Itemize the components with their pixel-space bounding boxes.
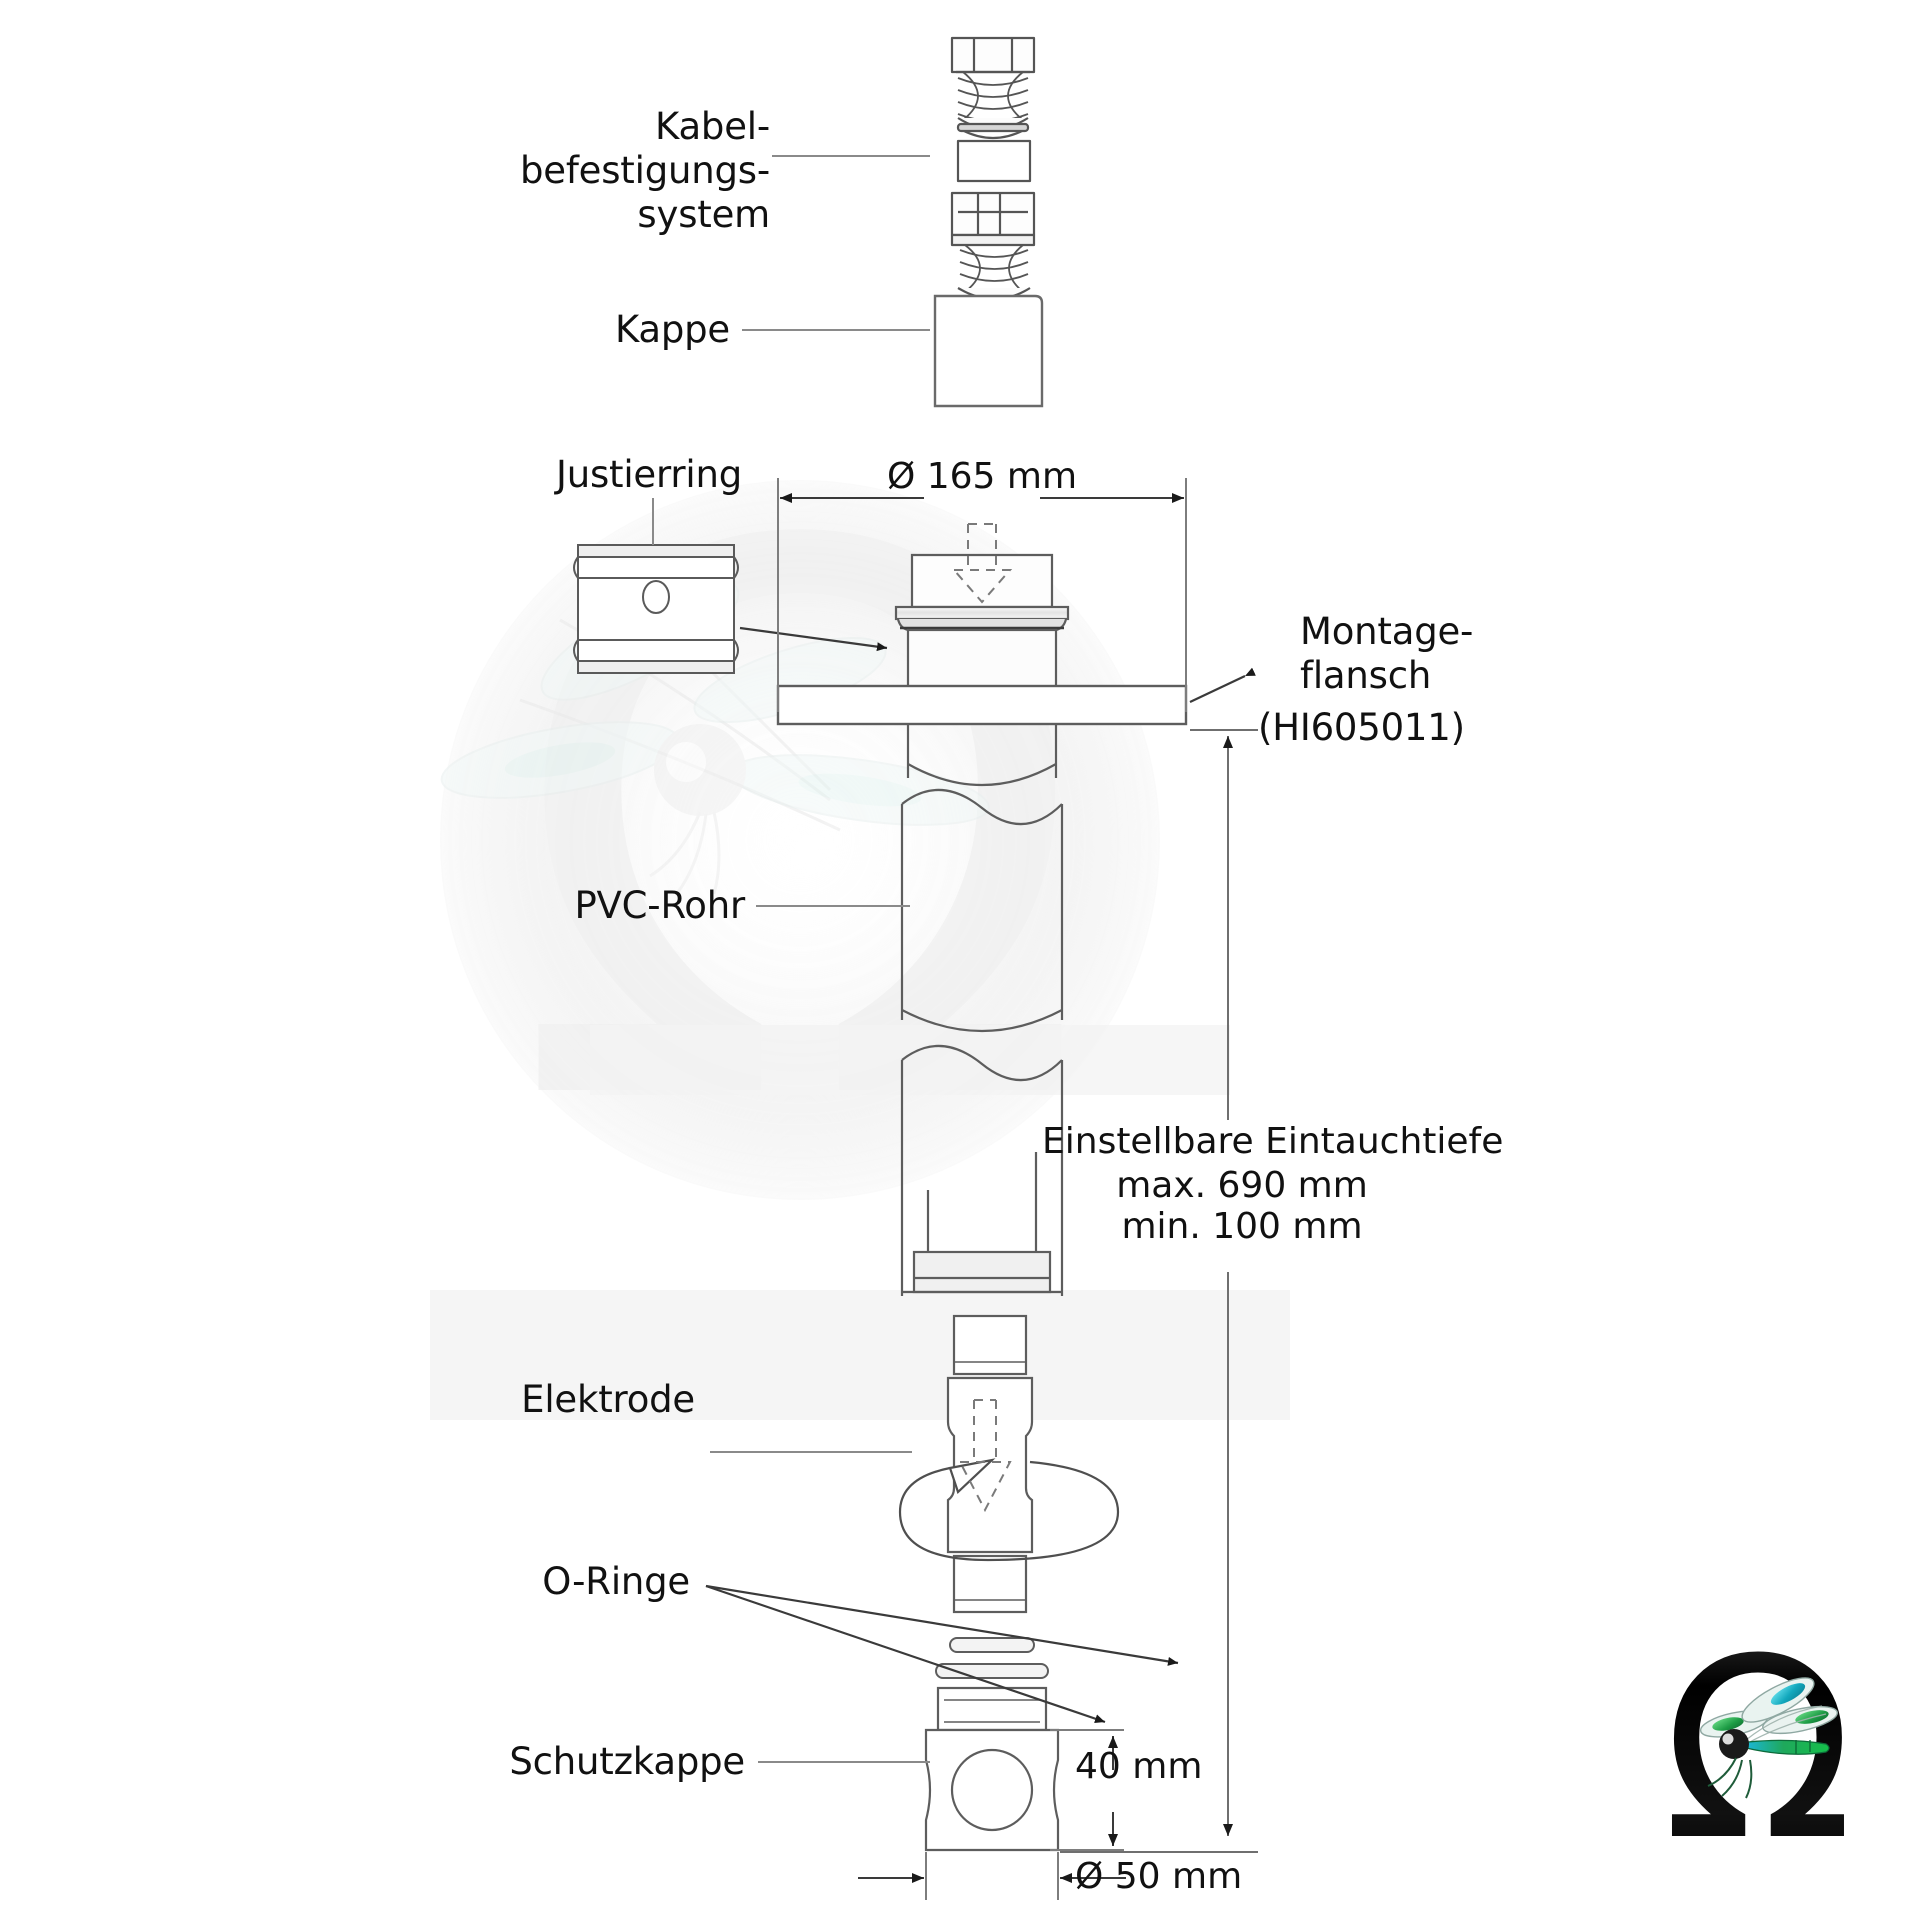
dimension-label-flange-diameter: Ø 165 mm — [886, 456, 1078, 497]
dimension-cap-diameter — [858, 1852, 1126, 1900]
protective-cap-part — [924, 1686, 1060, 1852]
svg-text:Ω: Ω — [510, 386, 1091, 1270]
dimension-immersion-depth — [1060, 729, 1258, 1853]
omega-dragonfly-logo: Ω — [1662, 1604, 1853, 1895]
electrode-part — [946, 1314, 1034, 1614]
dimension-label-immersion-title: Einstellbare Eintauchtiefe — [1042, 1121, 1504, 1162]
mounting-flange-part — [776, 684, 1188, 726]
dragonfly-figure — [1699, 1677, 1838, 1799]
leader-oring-upper — [705, 1584, 1179, 1666]
label-pvc-pipe: PVC-Rohr — [574, 884, 745, 927]
leader-adjusting-ring — [739, 626, 888, 652]
label-adjusting-ring: Justierring — [556, 453, 742, 496]
dimension-label-cap-diameter: Ø 50 mm — [1075, 1856, 1243, 1897]
cap-part — [933, 294, 1044, 408]
dimension-cap-height — [1050, 1729, 1124, 1851]
cable-gland-insert — [956, 139, 1032, 183]
label-electrode: Elektrode — [521, 1378, 695, 1421]
leader-mounting-flange — [1189, 667, 1256, 703]
cable-gland-seal — [956, 122, 1030, 133]
label-cable-fastening: Kabel- befestigungs- system — [519, 105, 770, 236]
cable-gland-body — [950, 191, 1036, 300]
label-protective-cap: Schutzkappe — [509, 1740, 745, 1783]
adjusting-ring-part — [573, 544, 739, 674]
label-cap: Kappe — [614, 308, 730, 351]
pvc-pipe-upper — [906, 724, 1058, 786]
dimension-flange-diameter — [777, 478, 1187, 712]
leader-oring-lower — [705, 1584, 1106, 1724]
leader-lines — [652, 155, 930, 1763]
dimension-label-immersion-min: min. 100 mm — [1121, 1206, 1363, 1247]
o-ring-upper — [949, 1637, 1035, 1653]
cable-gland-assembly — [950, 36, 1036, 300]
label-mounting-flange: Montage- flansch — [1300, 610, 1474, 697]
label-mounting-flange-code: (HI605011) — [1258, 706, 1465, 749]
pvc-pipe-lower — [900, 788, 1064, 1033]
dimension-label-cap-height: 40 mm — [1075, 1746, 1203, 1787]
sensor-body-tube — [900, 1044, 1064, 1296]
sensor-head — [894, 523, 1070, 704]
leader-arrows — [705, 626, 1256, 1724]
label-o-rings: O-Ringe — [542, 1560, 690, 1603]
rotation-indicator — [898, 1458, 1120, 1562]
dimension-label-immersion-max: max. 690 mm — [1116, 1165, 1368, 1206]
